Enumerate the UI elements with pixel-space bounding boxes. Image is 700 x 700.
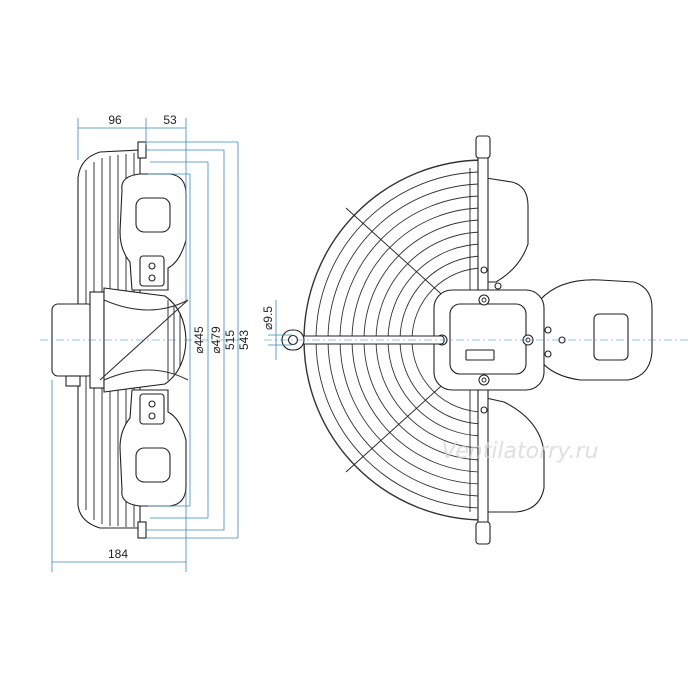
side-blade-lower-mount: [139, 393, 165, 425]
side-view: [40, 141, 246, 539]
front-view-dimensions: ⌀9.5: [261, 300, 292, 360]
dim-445-label: ⌀445: [192, 326, 206, 354]
dim-9-5-label: ⌀9.5: [261, 306, 275, 330]
side-blade-lower-slot: [135, 447, 171, 483]
dim-515-label: 515: [223, 330, 237, 350]
watermark-text: Ventilatorry.ru: [441, 439, 598, 464]
side-mount-tab-bottom: [137, 521, 147, 539]
side-view-dimensions: 96 53 184 ⌀445 ⌀479 515 543: [51, 113, 251, 572]
dim-543-label: 543: [237, 330, 251, 350]
front-blade-top: [485, 177, 529, 283]
front-view: [264, 135, 690, 545]
side-blade-upper-slot: [135, 197, 171, 233]
side-cable-gland: [65, 375, 81, 387]
front-blade-bottom: [485, 397, 545, 513]
front-mount-tab-top: [475, 135, 491, 159]
front-mount-tab-bottom: [475, 521, 491, 545]
dim-184-label: 184: [108, 547, 128, 561]
dim-53-label: 53: [163, 113, 177, 127]
side-blade-upper-mount: [139, 255, 165, 287]
side-mount-tab-top: [137, 141, 147, 159]
dim-479-label: ⌀479: [209, 326, 223, 354]
front-motor-center: [449, 303, 527, 375]
front-nameplate: [465, 349, 495, 361]
dim-96-label: 96: [108, 113, 122, 127]
front-blade-right-slot: [593, 313, 629, 361]
